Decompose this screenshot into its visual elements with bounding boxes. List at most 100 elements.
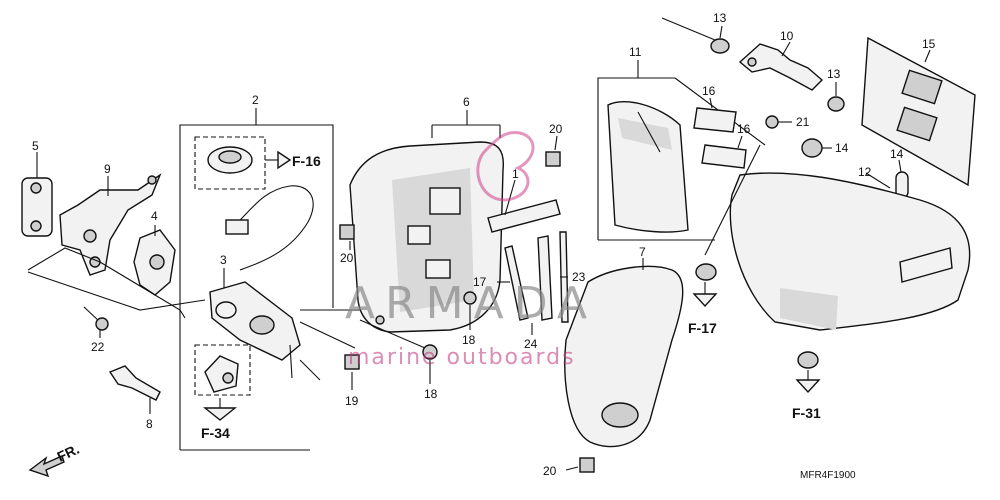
bracket-10-hole [747, 57, 757, 67]
bracket-9-hole-a [83, 229, 97, 243]
assembly-line-18 [359, 319, 426, 349]
callout-20-upper: 20 [549, 122, 563, 136]
callout-12: 12 [858, 165, 872, 179]
switch-bracket-9 [59, 173, 162, 276]
callout-13-lower: 13 [827, 67, 841, 81]
watermark-brand: ARMADA [345, 278, 597, 329]
callout-11: 11 [629, 45, 642, 59]
screw-18-upper [463, 291, 477, 305]
emblem-panel-detail [618, 118, 672, 150]
side-cover-12-badge [899, 247, 953, 283]
switch-tab-b [299, 359, 321, 381]
label-15-pattern-a [901, 69, 943, 105]
callout-4: 4 [151, 209, 158, 223]
box-6-mount-hole [375, 315, 385, 325]
leader-20-lower [565, 466, 579, 471]
screw-20-lower [579, 457, 595, 473]
wrench-24 [537, 235, 553, 321]
diagram-code: MFR4F1900 [800, 470, 856, 481]
f31-arrow [795, 379, 821, 394]
f16-dashed-box [194, 136, 266, 190]
watermark-tagline: marine outboards [348, 345, 576, 370]
callout-8: 8 [146, 417, 153, 431]
box-relay-c [425, 259, 451, 279]
callout-3: 3 [220, 253, 227, 267]
label-strip-1 [487, 199, 561, 233]
assembly-line-left [27, 247, 186, 319]
group-11-frame-left [597, 77, 675, 240]
ignition-key-8 [108, 365, 161, 401]
callout-13-upper: 13 [713, 11, 727, 25]
callout-24: 24 [524, 337, 538, 351]
callout-20-left: 20 [340, 251, 354, 265]
switch-tab [289, 344, 293, 379]
bolt-22-head [95, 317, 109, 331]
label-16-upper [693, 107, 737, 133]
assembly-line-19 [299, 321, 356, 349]
ref-f16: F-16 [292, 153, 321, 169]
ref-f31: F-31 [792, 405, 821, 421]
screw-20-left [339, 224, 355, 240]
callout-5: 5 [32, 139, 39, 153]
side-cover-12-tab [780, 288, 838, 330]
callout-19: 19 [345, 394, 359, 408]
ref-f17: F-17 [688, 320, 717, 336]
watermark-logo-icon [476, 130, 535, 202]
lock-cover-hole [222, 372, 234, 384]
leader-1 [504, 179, 516, 216]
bolt-21 [765, 115, 779, 129]
callout-2: 2 [252, 93, 259, 107]
ref-f34: F-34 [201, 425, 230, 441]
callout-22: 22 [91, 340, 105, 354]
callout-17: 17 [473, 275, 487, 289]
grommet-13-upper [710, 38, 730, 54]
callout-20-lower: 20 [543, 464, 557, 478]
box-relay-a [429, 187, 461, 215]
leader-16-upper [709, 97, 713, 109]
callout-10: 10 [780, 29, 794, 43]
callout-9: 9 [104, 162, 111, 176]
callout-7: 7 [639, 245, 646, 259]
bracket-10 [738, 43, 824, 91]
f16-arrow [277, 150, 292, 170]
switch-wire-harness [231, 185, 314, 271]
label-16-lower [701, 144, 747, 169]
screw-18-lower [422, 344, 438, 360]
lock-cover [204, 355, 239, 393]
label-15-pattern-b [896, 106, 938, 142]
box-relay-b [407, 225, 431, 245]
cover-4-hole [149, 254, 165, 270]
callout-15: 15 [922, 37, 936, 51]
screw-19 [344, 354, 360, 370]
grommet-13-lower [827, 96, 845, 112]
screw-20-upper [545, 151, 561, 167]
leader-12 [865, 172, 891, 189]
watermark: ARMADA marine outboards [345, 130, 597, 370]
side-cover-7-grommet [601, 402, 639, 428]
grommet-f17 [695, 263, 717, 281]
callout-23: 23 [572, 270, 586, 284]
group-2-frame [179, 124, 334, 450]
grommet-14-upper [801, 138, 823, 158]
grommet-f31 [797, 351, 819, 369]
callout-14-lower: 14 [890, 147, 904, 161]
callout-6: 6 [463, 95, 470, 109]
f17-arrow [692, 293, 718, 308]
key-seal-cap-inner [218, 150, 242, 164]
leader-20-upper [554, 135, 558, 151]
callout-1: 1 [512, 167, 519, 181]
leader-15 [924, 49, 931, 63]
front-arrow-icon [28, 455, 65, 478]
tool-17 [504, 245, 529, 321]
emblem-panel-line [637, 111, 661, 153]
callout-21: 21 [796, 115, 810, 129]
f34-dashed-box [194, 344, 251, 396]
side-cover-7 [564, 265, 684, 448]
assembly-line-f17 [704, 144, 761, 256]
bracket-9-hole-c [147, 175, 157, 185]
ignition-switch-barrel [249, 315, 275, 335]
ignition-switch-face [215, 301, 237, 319]
mount-5-hole-bottom [30, 220, 42, 232]
